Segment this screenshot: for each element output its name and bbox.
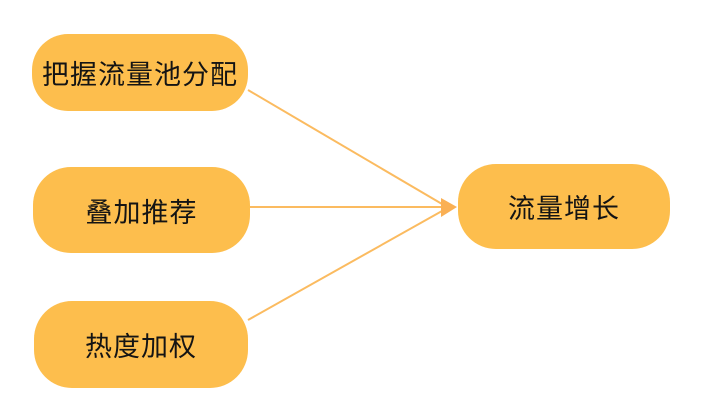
arrowhead-icon [441, 198, 457, 217]
node-stack-recommend: 叠加推荐 [33, 167, 250, 253]
edge-grasp-pool-to-traffic-growth [247, 89, 443, 205]
node-stack-recommend-label: 叠加推荐 [85, 197, 198, 228]
node-grasp-pool-label: 把握流量池分配 [42, 60, 238, 90]
node-heat-weight: 热度加权 [34, 301, 248, 388]
node-traffic-growth-label: 流量增长 [508, 194, 620, 224]
node-grasp-pool: 把握流量池分配 [32, 34, 248, 111]
node-heat-weight-label: 热度加权 [85, 332, 197, 362]
node-traffic-growth: 流量增长 [458, 164, 670, 249]
edge-heat-weight-to-traffic-growth [247, 210, 443, 321]
